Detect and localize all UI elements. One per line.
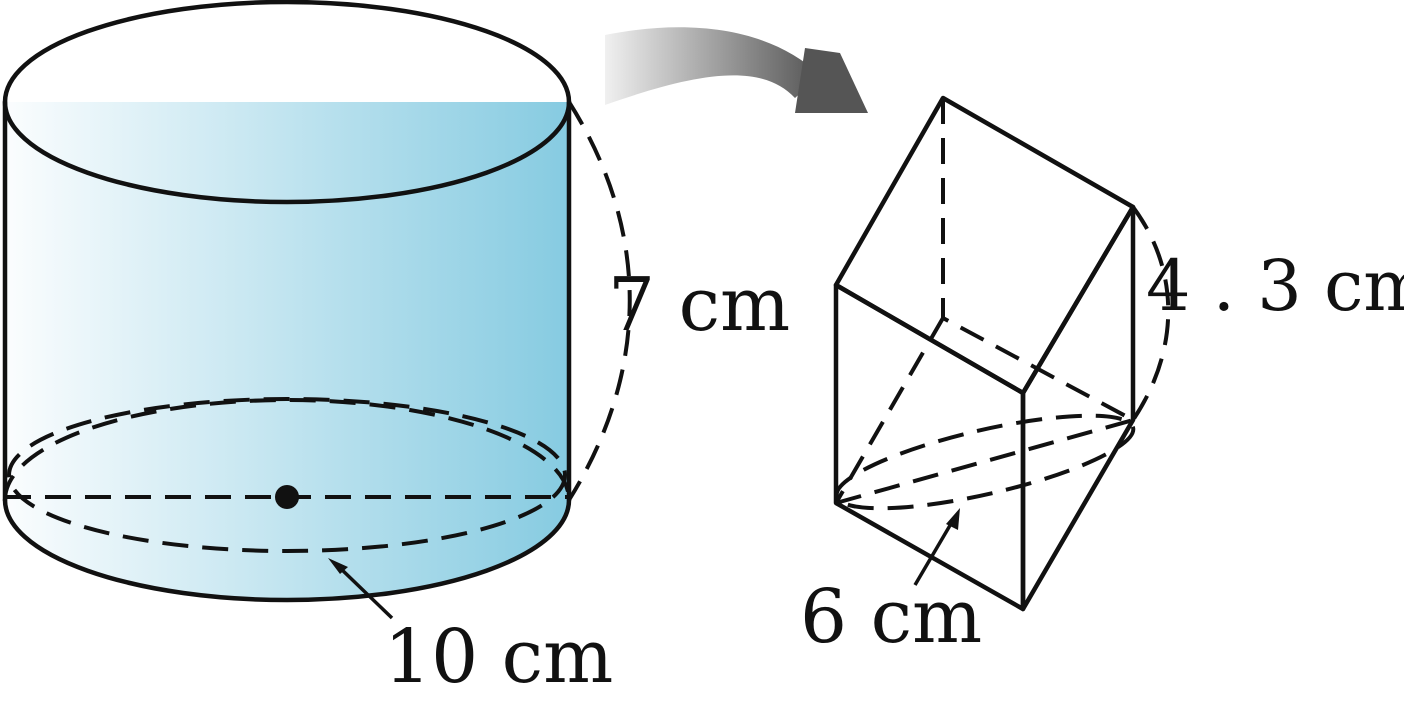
arrow-body xyxy=(605,27,820,105)
inner-circle-dashed xyxy=(7,397,567,553)
leader-6cm xyxy=(913,508,960,586)
label-cylinder-height: 7 cm xyxy=(608,262,790,348)
arrow-head xyxy=(795,48,868,113)
cylinder xyxy=(2,0,632,603)
label-prism-height: 4 . 3 cm xyxy=(1146,245,1404,327)
cylinder-center-dot xyxy=(275,485,299,509)
prism-face-top xyxy=(833,95,1136,396)
cylinder-body xyxy=(5,102,569,600)
cylinder-bottom-front-edge xyxy=(2,497,572,603)
prism-circle-diameter-dashed xyxy=(835,418,1134,505)
cylinder-height-arc-dashed xyxy=(567,100,632,502)
transform-arrow xyxy=(605,27,868,113)
prism-base-circle-dashed xyxy=(834,413,1136,511)
label-prism-circle-diameter: 6 cm xyxy=(800,574,982,660)
label-cylinder-diameter: 10 cm xyxy=(384,614,613,700)
prism-hidden-base-edge xyxy=(834,316,945,505)
cylinder-bottom-back-edge xyxy=(3,398,571,501)
leader-10cm xyxy=(328,558,394,620)
prism xyxy=(833,95,1171,612)
prism-face-right xyxy=(1020,204,1136,612)
